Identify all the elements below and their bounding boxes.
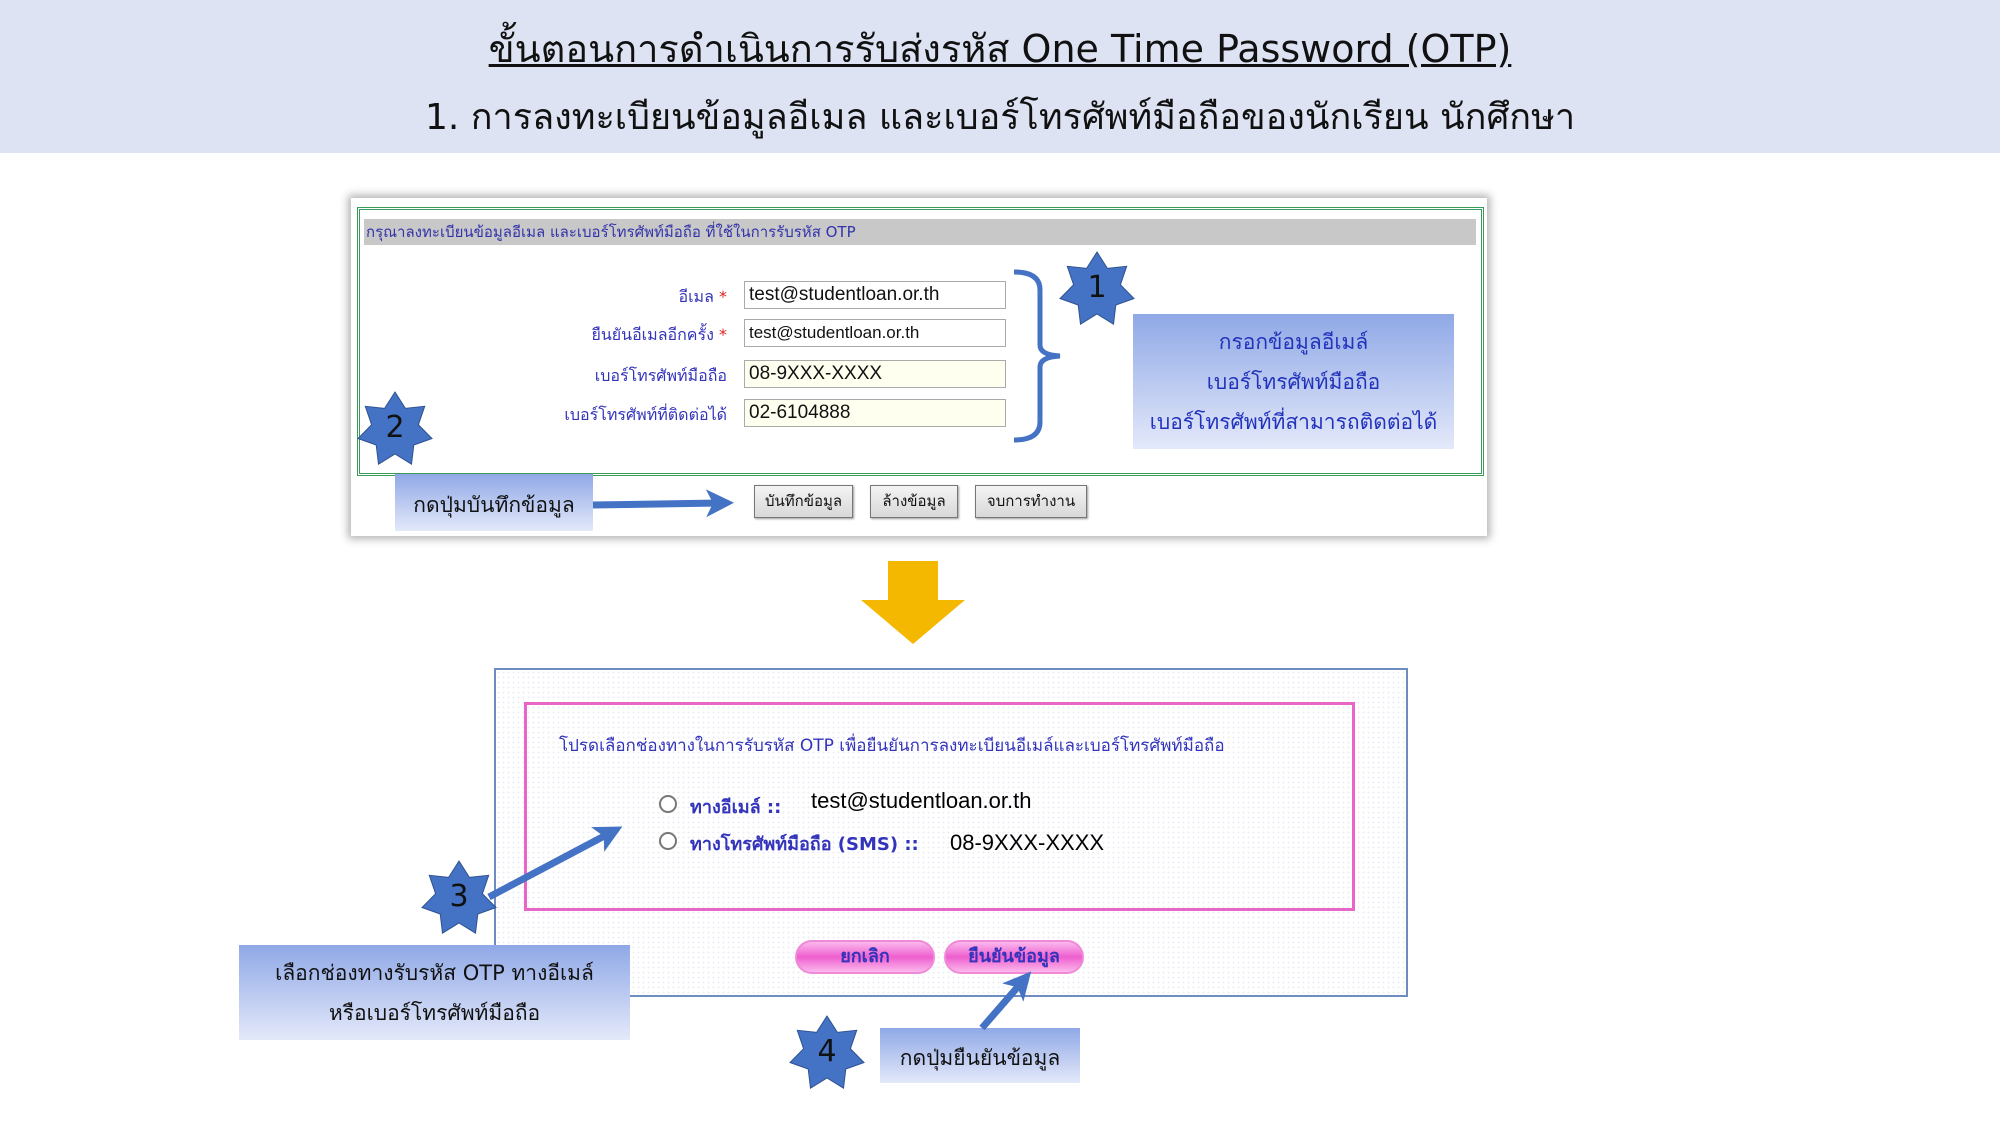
confirm-button[interactable]: ยืนยันข้อมูล — [944, 940, 1084, 974]
step4-star-icon — [789, 1015, 865, 1090]
clear-button[interactable]: ล้างข้อมูล — [870, 485, 958, 518]
arrow-to-options — [487, 826, 623, 901]
confirm-email-label: ยืนยันอีเมลอีกครั้ง * — [591, 325, 727, 344]
page-subtitle: 1. การลงทะเบียนข้อมูลอีเมล และเบอร์โทรศั… — [424, 97, 1576, 138]
header-banner — [0, 0, 2000, 153]
contact-phone-input[interactable]: 02-6104888 — [744, 399, 1006, 427]
sms-option-value: 08-9XXX-XXXX — [950, 830, 1105, 855]
sms-radio[interactable] — [659, 832, 677, 850]
step2-callout: กดปุ่มบันทึกข้อมูล — [395, 474, 593, 531]
contact-phone-label: เบอร์โทรศัพท์ที่ติดต่อได้ — [564, 405, 727, 424]
step4-number: 4 — [817, 1034, 837, 1069]
down-arrow-icon — [861, 561, 965, 644]
callout-line: กรอกข้อมูลอีเมล์ — [1218, 330, 1369, 354]
step1-star-icon — [1059, 251, 1135, 326]
otp-channel-panel — [494, 668, 1408, 997]
arrow-to-confirm — [979, 971, 1032, 1031]
sms-option-label: ทางโทรศัพท์มือถือ (SMS) :: — [690, 834, 919, 855]
step1-callout: กรอกข้อมูลอีเมล์ เบอร์โทรศัพท์มือถือ เบอ… — [1133, 314, 1454, 449]
email-radio[interactable] — [659, 795, 677, 813]
save-button[interactable]: บันทึกข้อมูล — [754, 485, 853, 518]
mobile-label: เบอร์โทรศัพท์มือถือ — [594, 366, 727, 385]
email-input[interactable]: test@studentloan.or.th — [744, 281, 1006, 309]
step4-callout: กดปุ่มยืนยันข้อมูล — [880, 1028, 1080, 1083]
callout-line: หรือเบอร์โทรศัพท์มือถือ — [328, 1001, 541, 1025]
step3-callout: เลือกช่องทางรับรหัส OTP ทางอีเมล์ หรือเบ… — [239, 945, 630, 1040]
mobile-input[interactable]: 08-9XXX-XXXX — [744, 360, 1006, 388]
exit-button[interactable]: จบการทำงาน — [975, 485, 1087, 518]
callout-line: เลือกช่องทางรับรหัส OTP ทางอีเมล์ — [275, 961, 594, 985]
callout-line: เบอร์โทรศัพท์ที่สามารถติดต่อได้ — [1149, 410, 1438, 434]
callout-line: เบอร์โทรศัพท์มือถือ — [1206, 370, 1381, 394]
step3-star-icon — [421, 860, 497, 935]
registration-form-frame — [357, 207, 1484, 476]
bracket-icon — [1013, 269, 1061, 443]
step3-number: 3 — [449, 879, 469, 914]
page-title: ขั้นตอนการดำเนินการรับส่งรหัส One Time P… — [488, 27, 1512, 71]
email-option-label: ทางอีเมล์ :: — [690, 797, 782, 818]
email-label: อีเมล * — [678, 287, 727, 306]
form-heading: กรุณาลงทะเบียนข้อมูลอีเมล และเบอร์โทรศัพ… — [364, 219, 1476, 245]
cancel-button[interactable]: ยกเลิก — [795, 940, 935, 974]
otp-channel-frame — [524, 702, 1355, 911]
step1-number: 1 — [1087, 270, 1107, 305]
otp-instruction: โปรดเลือกช่องทางในการรับรหัส OTP เพื่อยื… — [559, 736, 1225, 756]
step2-number: 2 — [385, 410, 405, 445]
step2-star-icon — [357, 391, 433, 466]
email-option-value: test@studentloan.or.th — [811, 788, 1032, 813]
confirm-email-input[interactable]: test@studentloan.or.th — [744, 319, 1006, 347]
arrow-to-save — [592, 489, 734, 518]
